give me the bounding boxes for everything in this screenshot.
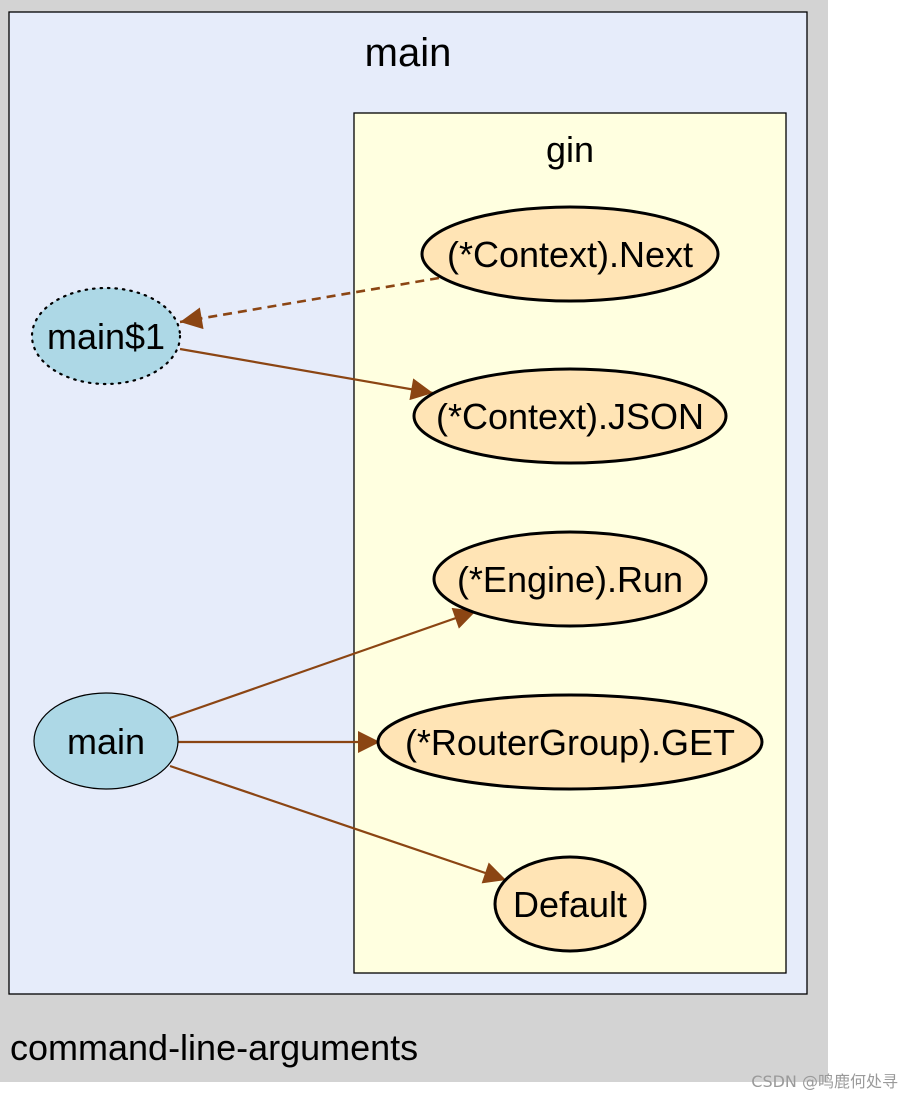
- node-main-func[interactable]: main: [33, 692, 179, 790]
- node-engine-run-label: (*Engine).Run: [457, 559, 683, 600]
- edges: [169, 276, 507, 884]
- node-ctx-json-label: (*Context).JSON: [436, 396, 704, 437]
- node-router-get-label: (*RouterGroup).GET: [405, 722, 735, 763]
- node-default-shape: [493, 855, 647, 953]
- node-ctx-next-shape: [420, 205, 720, 303]
- node-engine-run-shape: [432, 530, 708, 628]
- node-main-closure-label: main$1: [47, 316, 165, 357]
- watermark: CSDN @鸣鹿何处寻: [751, 1072, 898, 1091]
- node-ctx-json-shape: [412, 367, 728, 465]
- edge-main-closure-to-json: [179, 347, 434, 401]
- node-ctx-json[interactable]: (*Context).JSON: [412, 367, 728, 465]
- edge-next-to-main-closure: [179, 276, 440, 330]
- cluster-main-label: main: [365, 31, 452, 75]
- node-main-closure-shape: [30, 286, 182, 386]
- cluster-gin-label: gin: [546, 129, 594, 170]
- node-router-get[interactable]: (*RouterGroup).GET: [376, 693, 764, 791]
- node-main-closure[interactable]: main$1: [30, 286, 182, 386]
- node-engine-run[interactable]: (*Engine).Run: [432, 530, 708, 628]
- node-default-label: Default: [513, 884, 627, 925]
- node-default[interactable]: Default: [493, 855, 647, 953]
- cluster-outer-label: command-line-arguments: [10, 1027, 418, 1068]
- edge-main-to-engine-run: [169, 607, 477, 720]
- node-ctx-next[interactable]: (*Context).Next: [420, 205, 720, 303]
- node-main-func-shape: [33, 692, 179, 790]
- edge-main-to-default: [169, 764, 507, 884]
- node-ctx-next-label: (*Context).Next: [447, 234, 693, 275]
- node-router-get-shape: [376, 693, 764, 791]
- node-main-func-label: main: [67, 721, 145, 762]
